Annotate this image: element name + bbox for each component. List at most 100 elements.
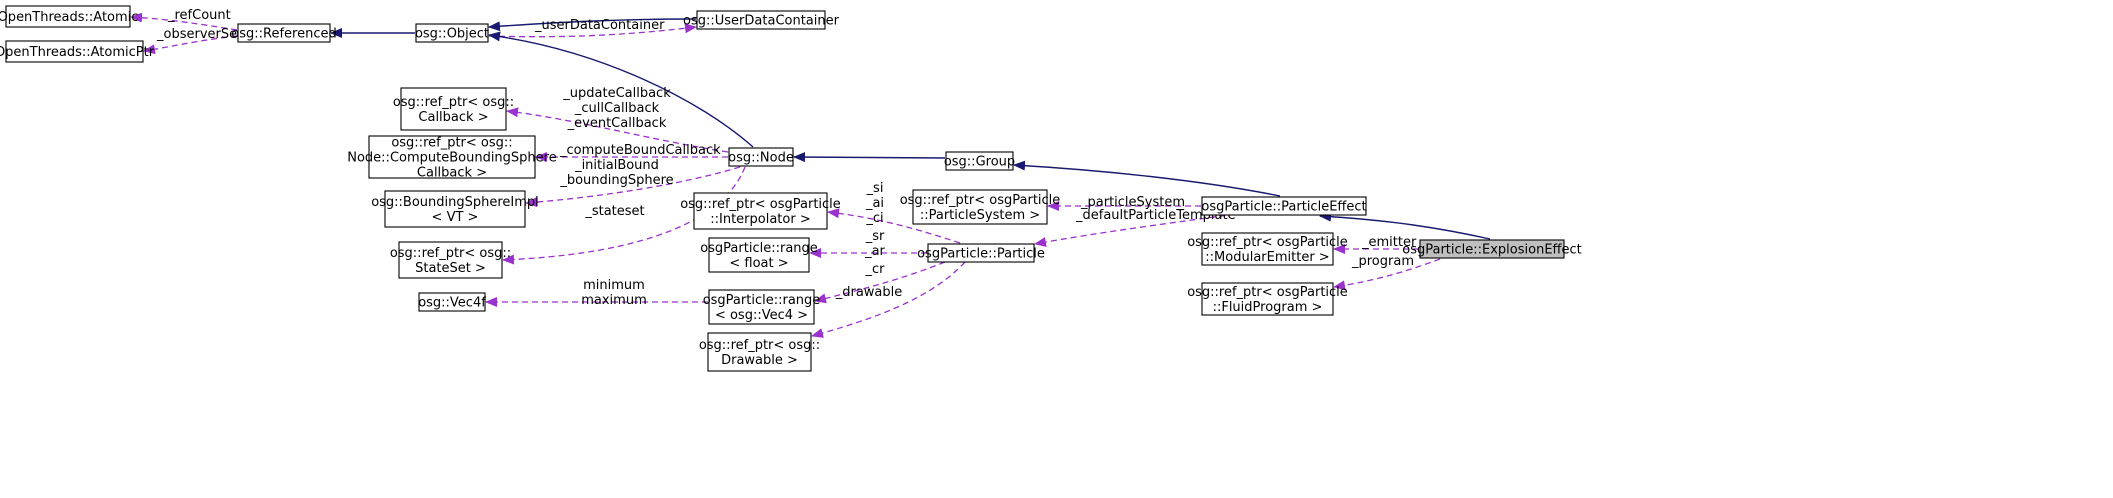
class-node-rangefloat[interactable]: osgParticle::range< float > (700, 237, 818, 273)
class-node-label: osg::ref_ptr< osg::Drawable > (699, 338, 820, 368)
class-node-userdata[interactable]: osg::UserDataContainer (683, 10, 840, 30)
class-node-label-line: OpenThreads::Atomic (0, 10, 138, 25)
edge-label-srar: _sr_ar (864, 229, 885, 259)
class-node-explosion[interactable]: osgParticle::ExplosionEffect (1402, 239, 1582, 259)
class-node-box (708, 237, 810, 273)
class-node-label-line: osgParticle::ParticleEffect (1201, 200, 1366, 215)
class-node-drawable[interactable]: osg::ref_ptr< osg::Drawable > (699, 332, 820, 372)
class-node-label-line: ::Interpolator > (710, 212, 810, 227)
edge-node-to-callback (506, 107, 729, 153)
class-node-label-line: ::ParticleSystem > (920, 208, 1040, 223)
class-node-label: osg::ref_ptr< osg::StateSet > (390, 246, 511, 276)
class-node-peffect[interactable]: osgParticle::ParticleEffect (1201, 196, 1367, 216)
edge-label-line: _emitter (1361, 235, 1417, 250)
edge-label-line: _initialBound (574, 158, 659, 173)
class-node-interpolator[interactable]: osg::ref_ptr< osgParticle::Interpolator … (680, 192, 841, 230)
edge-label-line: _eventCallback (567, 116, 667, 131)
class-node-label-line: osg::Referenced (231, 27, 336, 42)
edge-label-line: _ar (864, 244, 885, 259)
class-node-label: osg::ref_ptr< osgParticle::ModularEmitte… (1187, 235, 1348, 265)
class-node-bsphere[interactable]: osg::BoundingSphereImpl< VT > (371, 190, 539, 228)
edge-object-to-userdata (488, 23, 697, 38)
edge-label-emitter: _emitter (1361, 235, 1417, 250)
edge-label-line: _observerSet (156, 27, 242, 42)
edge-explosion-to-peffect (1319, 211, 1491, 240)
edge-label-line: _boundingSphere (559, 173, 673, 188)
class-node-fprogram[interactable]: osg::ref_ptr< osgParticle::FluidProgram … (1187, 282, 1348, 316)
edge-label-observerset: _observerSet (156, 27, 242, 42)
class-node-label: osg::ref_ptr< osgParticle::Interpolator … (680, 197, 841, 227)
class-node-label: osg::Object (415, 27, 489, 42)
class-node-label-line: ::ModularEmitter > (1205, 250, 1329, 265)
class-node-referenced[interactable]: osg::Referenced (231, 23, 337, 43)
class-node-label-line: osg::Object (415, 27, 489, 42)
class-node-label: osg::ref_ptr< osg::Callback > (393, 95, 514, 125)
edge-label-callbacks: _updateCallback_cullCallback_eventCallba… (562, 86, 671, 131)
class-node-label-line: Callback > (418, 110, 488, 125)
class-node-box (5, 5, 131, 28)
class-node-particle[interactable]: osgParticle::Particle (917, 243, 1045, 263)
class-node-label-line: osgParticle::ExplosionEffect (1402, 243, 1582, 258)
class-node-label: OpenThreads::Atomic (0, 10, 138, 25)
class-node-label-line: osg::UserDataContainer (683, 14, 840, 29)
class-node-stateset[interactable]: osg::ref_ptr< osg::StateSet > (390, 241, 511, 279)
edge-label-particlesystem: _particleSystem (1080, 195, 1185, 210)
class-node-callback[interactable]: osg::ref_ptr< osg::Callback > (393, 87, 514, 131)
class-node-box (927, 243, 1035, 263)
edge-label-line: _sr (865, 229, 885, 244)
class-node-label-line: osg::ref_ptr< osg:: (391, 136, 512, 151)
edge-particle-to-interpolator (827, 208, 961, 244)
class-node-group[interactable]: osg::Group (944, 151, 1015, 171)
class-node-label-line: osg::ref_ptr< osg:: (393, 95, 514, 110)
edge-label-line: _refCount (167, 8, 231, 23)
edge-label-line: maximum (581, 293, 647, 308)
class-node-box (5, 40, 144, 63)
class-node-label-line: osg::BoundingSphereImpl (371, 195, 539, 210)
class-node-box (708, 289, 815, 325)
class-node-object[interactable]: osg::Object (415, 23, 489, 43)
class-node-label-line: osgParticle::range (703, 293, 821, 308)
class-node-box (693, 192, 828, 230)
class-node-label-line: osg::Node (728, 151, 794, 166)
edge-label-line: _userDataContainer (534, 18, 665, 33)
class-node-label-line: osg::Vec4f (418, 296, 486, 311)
class-node-box (1201, 282, 1334, 316)
edge-label-bounds: _initialBound_boundingSphere (559, 158, 673, 188)
edge-label-line: _cullCallback (574, 101, 660, 116)
class-node-psystem[interactable]: osg::ref_ptr< osgParticle::ParticleSyste… (900, 189, 1061, 225)
class-node-atomic[interactable]: OpenThreads::Atomic (0, 5, 138, 28)
class-node-label-line: osgParticle::Particle (917, 247, 1045, 262)
edge-particle-to-rangevec4 (814, 261, 946, 304)
class-node-label-line: Drawable > (721, 353, 798, 368)
class-node-label-line: osg::ref_ptr< osgParticle (900, 193, 1061, 208)
class-node-label-line: osg::Group (944, 155, 1015, 170)
edge-label-drawable: _drawable (835, 285, 903, 300)
class-node-label: osg::Vec4f (418, 296, 486, 311)
class-node-vec4f[interactable]: osg::Vec4f (418, 292, 486, 312)
edge-userdata-to-object (488, 18, 697, 32)
class-node-memitter[interactable]: osg::ref_ptr< osgParticle::ModularEmitte… (1187, 232, 1348, 266)
edge-label-line: _updateCallback (562, 86, 671, 101)
class-node-label-line: osg::ref_ptr< osg:: (699, 338, 820, 353)
class-node-box (945, 151, 1014, 171)
class-node-label: osg::Node (728, 151, 794, 166)
class-node-rangevec4[interactable]: osgParticle::range< osg::Vec4 > (703, 289, 821, 325)
class-node-atomicptr[interactable]: OpenThreads::AtomicPtr (0, 40, 155, 63)
edge-referenced-to-atomic (130, 12, 238, 31)
class-node-label-line: < float > (729, 256, 788, 271)
class-node-label: osg::ref_ptr< osg::Node::ComputeBounding… (347, 136, 556, 181)
class-node-label-line: osg::ref_ptr< osgParticle (1187, 285, 1348, 300)
class-node-label: osgParticle::range< osg::Vec4 > (703, 293, 821, 323)
class-node-computebound[interactable]: osg::ref_ptr< osg::Node::ComputeBounding… (347, 135, 557, 181)
class-node-label-line: ::FluidProgram > (1213, 300, 1323, 315)
class-node-label-line: < osg::Vec4 > (715, 308, 808, 323)
class-node-label: osgParticle::range< float > (700, 241, 818, 271)
class-node-node[interactable]: osg::Node (728, 147, 794, 167)
edge-label-line: _cr (865, 262, 886, 277)
edge-label-line: _si (866, 181, 884, 196)
class-node-box (237, 23, 331, 43)
class-node-box (728, 147, 794, 167)
class-node-label: osg::ref_ptr< osgParticle::FluidProgram … (1187, 285, 1348, 315)
